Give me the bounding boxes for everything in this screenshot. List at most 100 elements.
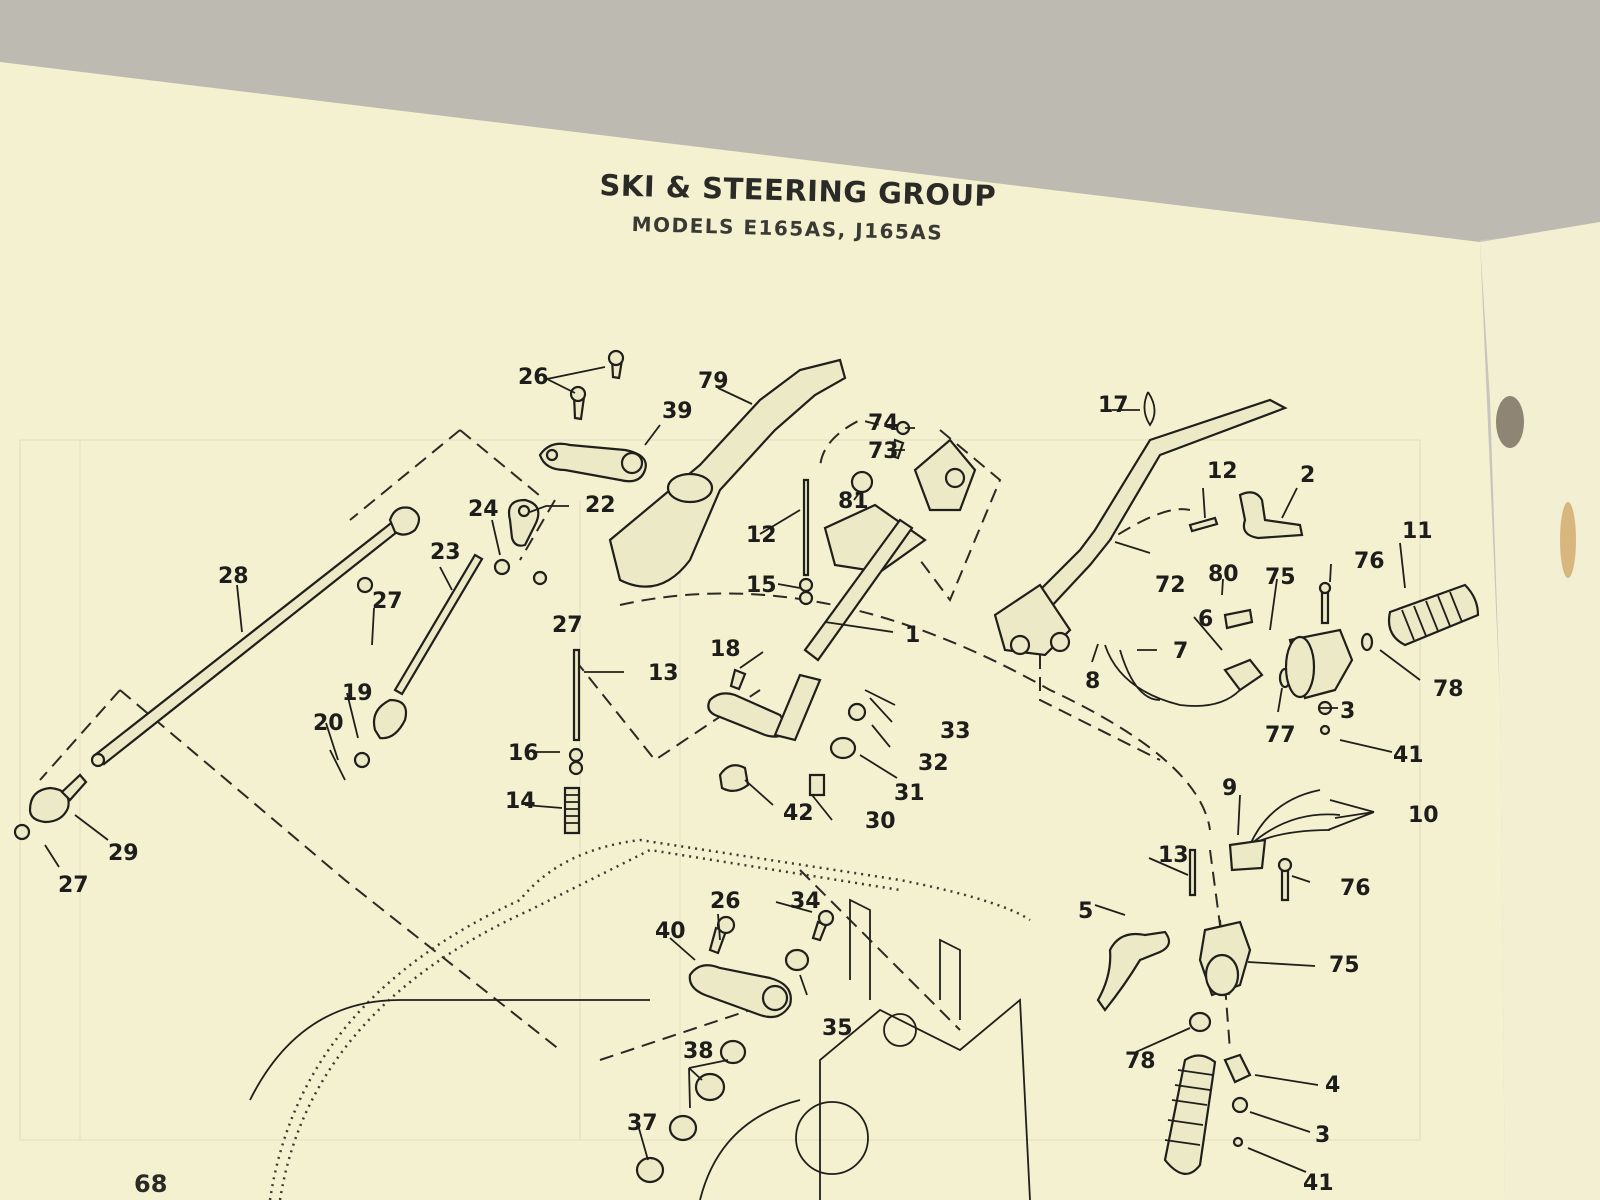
part-nut-19: [353, 751, 371, 769]
callout-77: 77: [1265, 723, 1296, 748]
part-rod-end-29-stud: [60, 773, 88, 802]
part-nut-27-c: [13, 823, 31, 841]
callout-80: 80: [1208, 562, 1239, 587]
callout-5: 5: [1078, 899, 1093, 924]
callout-34: 34: [790, 889, 821, 914]
part-grip-11: [1387, 583, 1480, 647]
part-cable-clamp-9: [1228, 838, 1267, 872]
part-bolt-18: [729, 668, 747, 691]
part-screw-head: [1318, 581, 1332, 595]
part-pin-33: [864, 689, 896, 706]
part-cotter-pin-20: [329, 749, 346, 781]
part-nut-3-b: [1231, 1096, 1249, 1114]
part-brake-lever-5: [1096, 930, 1171, 1012]
callout-23: 23: [430, 540, 461, 565]
part-grease-fitting-42: [718, 764, 750, 792]
part-rod-12: [802, 478, 810, 577]
part-tie-rod-23: [393, 553, 484, 696]
callout-12: 12: [1207, 459, 1238, 484]
callout-73: 73: [868, 439, 899, 464]
part-grip-lower: [1163, 1054, 1217, 1175]
callout-4: 4: [1325, 1073, 1340, 1098]
callout-76: 76: [1340, 876, 1371, 901]
part-housing-bore: [1284, 635, 1316, 699]
part-grip-lower-ribs: [1164, 1069, 1214, 1146]
chassis-hole: [795, 1101, 869, 1175]
part-pitman-arm-upper: [538, 442, 647, 483]
callout-38: 38: [683, 1039, 714, 1064]
part-spring-14: [563, 786, 581, 835]
part-washer-38-b: [694, 1072, 726, 1102]
callout-41: 41: [1393, 743, 1424, 768]
part-bracket-hole: [944, 467, 966, 489]
assembly-dashed-line-right: [599, 429, 1231, 1061]
part-bolt-head: [607, 349, 625, 367]
bleed-through-table: [19, 439, 1421, 1141]
callout-26: 26: [518, 365, 549, 390]
part-nut-27: [532, 570, 548, 586]
callout-37: 37: [627, 1111, 658, 1136]
callout-41: 41: [1303, 1171, 1334, 1196]
callout-13: 13: [648, 661, 679, 686]
part-cable-10: [1249, 789, 1341, 846]
part-handlebar-72: [1003, 398, 1288, 642]
part-nut-27-b: [356, 576, 374, 594]
callout-33: 33: [940, 719, 971, 744]
callout-3: 3: [1340, 699, 1355, 724]
callout-35: 35: [822, 1016, 853, 1041]
part-nut-15-b: [798, 590, 814, 606]
callout-78: 78: [1433, 677, 1464, 702]
callout-76: 76: [1354, 549, 1385, 574]
callout-75: 75: [1329, 953, 1360, 978]
part-wire-8: [1119, 649, 1161, 701]
callout-75: 75: [1265, 565, 1296, 590]
part-washer-38-a: [719, 1039, 747, 1065]
callout-40: 40: [655, 919, 686, 944]
part-screw-41-a: [1319, 724, 1331, 736]
callout-22: 22: [585, 493, 616, 518]
callout-8: 8: [1085, 669, 1100, 694]
callout-42: 42: [783, 801, 814, 826]
part-rod-end-29: [28, 786, 70, 824]
part-mount-hole: [1009, 634, 1031, 656]
part-decal-80: [1223, 608, 1254, 630]
part-bolt-head: [569, 385, 587, 403]
chassis-structure: [249, 898, 1031, 1200]
part-washer-bottom: [635, 1156, 665, 1184]
assembly-dashed-line-left: [39, 418, 1211, 1051]
callout-79: 79: [698, 369, 729, 394]
callout-26: 26: [710, 889, 741, 914]
callout-20: 20: [313, 711, 344, 736]
part-screw-41-b: [1232, 1136, 1244, 1148]
part-tie-rod-28-end: [388, 506, 421, 536]
chassis-hole-small: [883, 1013, 917, 1047]
callout-6: 6: [1198, 607, 1213, 632]
part-bushing-81: [850, 470, 874, 494]
callout-15: 15: [746, 573, 777, 598]
part-washer-37: [668, 1114, 698, 1142]
part-rod-23-end: [372, 698, 408, 740]
rust-stain: [1560, 502, 1576, 578]
part-steering-plate: [823, 503, 927, 574]
part-nut-16-a: [568, 747, 584, 763]
part-arm-eye: [545, 448, 559, 462]
part-ring-78-b: [1188, 1011, 1212, 1033]
callout-39: 39: [662, 399, 693, 424]
part-mount-hole: [1049, 631, 1071, 653]
callout-19: 19: [342, 681, 373, 706]
part-switch-6: [1223, 658, 1264, 692]
callout-18: 18: [710, 637, 741, 662]
part-washer-35: [784, 948, 810, 972]
part-spring-coils: [565, 794, 579, 824]
callout-14: 14: [505, 789, 536, 814]
chassis-outline: [268, 838, 1031, 1200]
part-screw-12: [1188, 516, 1219, 533]
part-nut-15-a: [798, 577, 814, 593]
callout-72: 72: [1155, 573, 1186, 598]
callout-13: 13: [1158, 843, 1189, 868]
callout-2: 2: [1300, 463, 1315, 488]
part-bolt-head: [716, 915, 736, 935]
callout-16: 16: [508, 741, 539, 766]
part-column-bracket: [913, 438, 977, 512]
